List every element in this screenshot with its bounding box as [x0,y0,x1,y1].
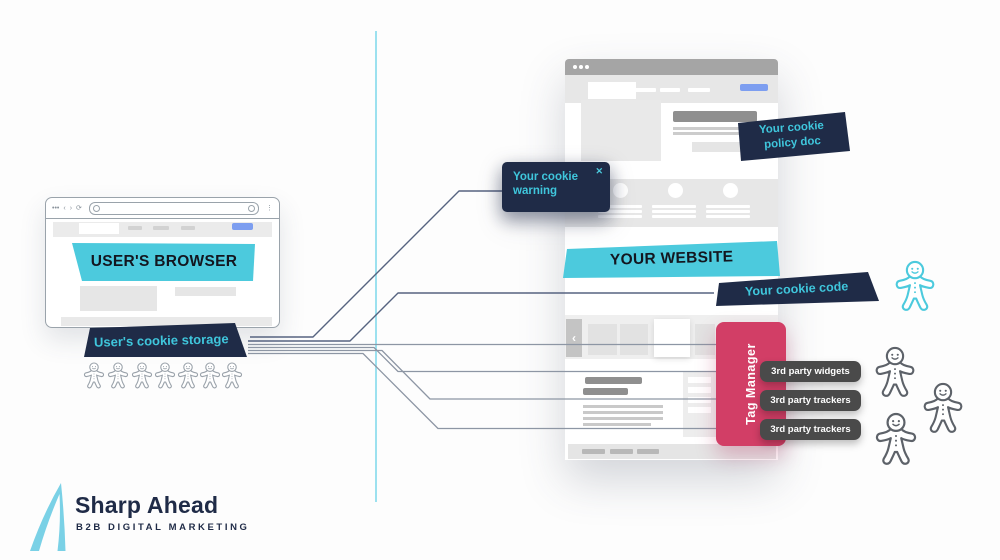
third-party-trackers-pill: 3rd party trackers [760,419,861,440]
cookie-icon [221,362,243,389]
heading-placeholder [583,388,628,395]
feature-text-row [598,205,642,208]
feature-text-row [652,210,696,213]
users-browser-label: USER'S BROWSER [90,253,238,270]
reload-icon: ⟳ [76,204,82,212]
url-bar [88,201,259,215]
feature-text-row [652,215,696,218]
feature-circle [723,183,738,198]
third-party-cookie-icon [875,412,917,465]
nav-link-placeholder [660,88,680,92]
back-icon: ‹ [63,204,66,212]
kebab-menu-icon: ⋮ [266,204,273,212]
feature-text-row [598,210,642,213]
heading-placeholder [585,377,642,384]
cookie-warning-box: Your cookie warning ✕ [502,162,610,212]
chevron-left-icon: ‹ [572,331,576,345]
users-browser-banner: USER'S BROWSER [72,243,255,281]
your-website-label: YOUR WEBSITE [610,248,734,269]
cookie-storage-label: User's cookie storage [93,331,229,350]
cookie-storage-box: User's cookie storage [84,323,247,357]
feature-text-row [598,215,642,218]
content-block-placeholder [80,286,157,311]
footer-link-placeholder [610,449,633,454]
carousel-item-active [654,319,690,357]
website-logo-placeholder [588,82,636,99]
hero-bar-placeholder [692,142,748,152]
cookie-icon [83,362,105,389]
website-footer-placeholder [568,444,776,459]
forward-icon: › [69,204,73,212]
carousel-prev-button: ‹ [566,319,582,357]
third-party-trackers-pill: 3rd party trackers [760,390,861,411]
sidebar-row [688,407,711,413]
website-cookie-icon [895,260,935,311]
footer-link-placeholder [582,449,605,454]
site-logo-placeholder [79,223,119,234]
logo-tagline: B2B DIGITAL MARKETING [76,522,250,533]
cta-button-placeholder [232,223,253,230]
hero-title-placeholder [673,111,757,122]
feature-circle [613,183,628,198]
cookie-warning-label: Your cookie warning [513,171,578,198]
cookie-icon [177,362,199,389]
hero-image-placeholder [581,100,661,161]
content-bar-placeholder [175,287,236,296]
text-line-placeholder [673,132,756,135]
feature-text-row [706,215,750,218]
cookie-code-label: Your cookie code [744,278,849,299]
window-dot-icon [585,65,589,69]
close-icon: ✕ [595,166,603,176]
feature-text-row [706,205,750,208]
cookie-icon [131,362,153,389]
third-party-cookie-icon [923,382,963,433]
carousel-item [695,324,715,355]
third-party-trackers-label: 3rd party trackers [770,424,851,435]
logo-name: Sharp Ahead [75,492,219,518]
third-party-cookie-icon [875,346,915,397]
window-dot-icon [573,65,577,69]
carousel-item [588,324,617,355]
carousel-item [620,324,648,355]
text-line-placeholder [583,411,663,414]
footer-link-placeholder [637,449,659,454]
sidebar-column-placeholder [683,372,716,437]
browser-chrome-bar: ••• ‹ › ⟳ ⋮ [46,198,279,219]
cookie-icon [199,362,221,389]
tag-manager-label: Tag Manager [744,343,759,425]
nav-link-placeholder [635,88,656,92]
consent-divider-line [375,31,377,502]
nav-link-placeholder [128,226,142,230]
nav-link-placeholder [181,226,195,230]
nav-link-placeholder [688,88,710,92]
feature-text-row [706,210,750,213]
cookie-policy-doc-label: Your cookie policy doc [758,119,824,151]
text-line-placeholder [583,423,651,426]
feature-circle [668,183,683,198]
sidebar-row [688,377,711,383]
sidebar-row [688,397,711,403]
sharp-ahead-logo-icon [30,483,66,551]
cookie-icon [107,362,129,389]
feature-text-row [652,205,696,208]
traffic-lights-icon: ••• [52,204,60,212]
text-line-placeholder [583,405,663,408]
nav-link-placeholder [153,226,169,230]
footer-placeholder [61,317,272,326]
cookie-icon [154,362,176,389]
third-party-widgets-pill: 3rd party widgets [760,361,861,382]
cta-button-placeholder [740,84,768,91]
window-dot-icon [579,65,583,69]
third-party-widgets-label: 3rd party widgets [771,366,850,377]
website-titlebar [565,59,778,75]
third-party-trackers-label: 3rd party trackers [770,395,851,406]
text-line-placeholder [673,127,756,130]
sidebar-row [688,387,711,393]
text-line-placeholder [583,417,663,420]
